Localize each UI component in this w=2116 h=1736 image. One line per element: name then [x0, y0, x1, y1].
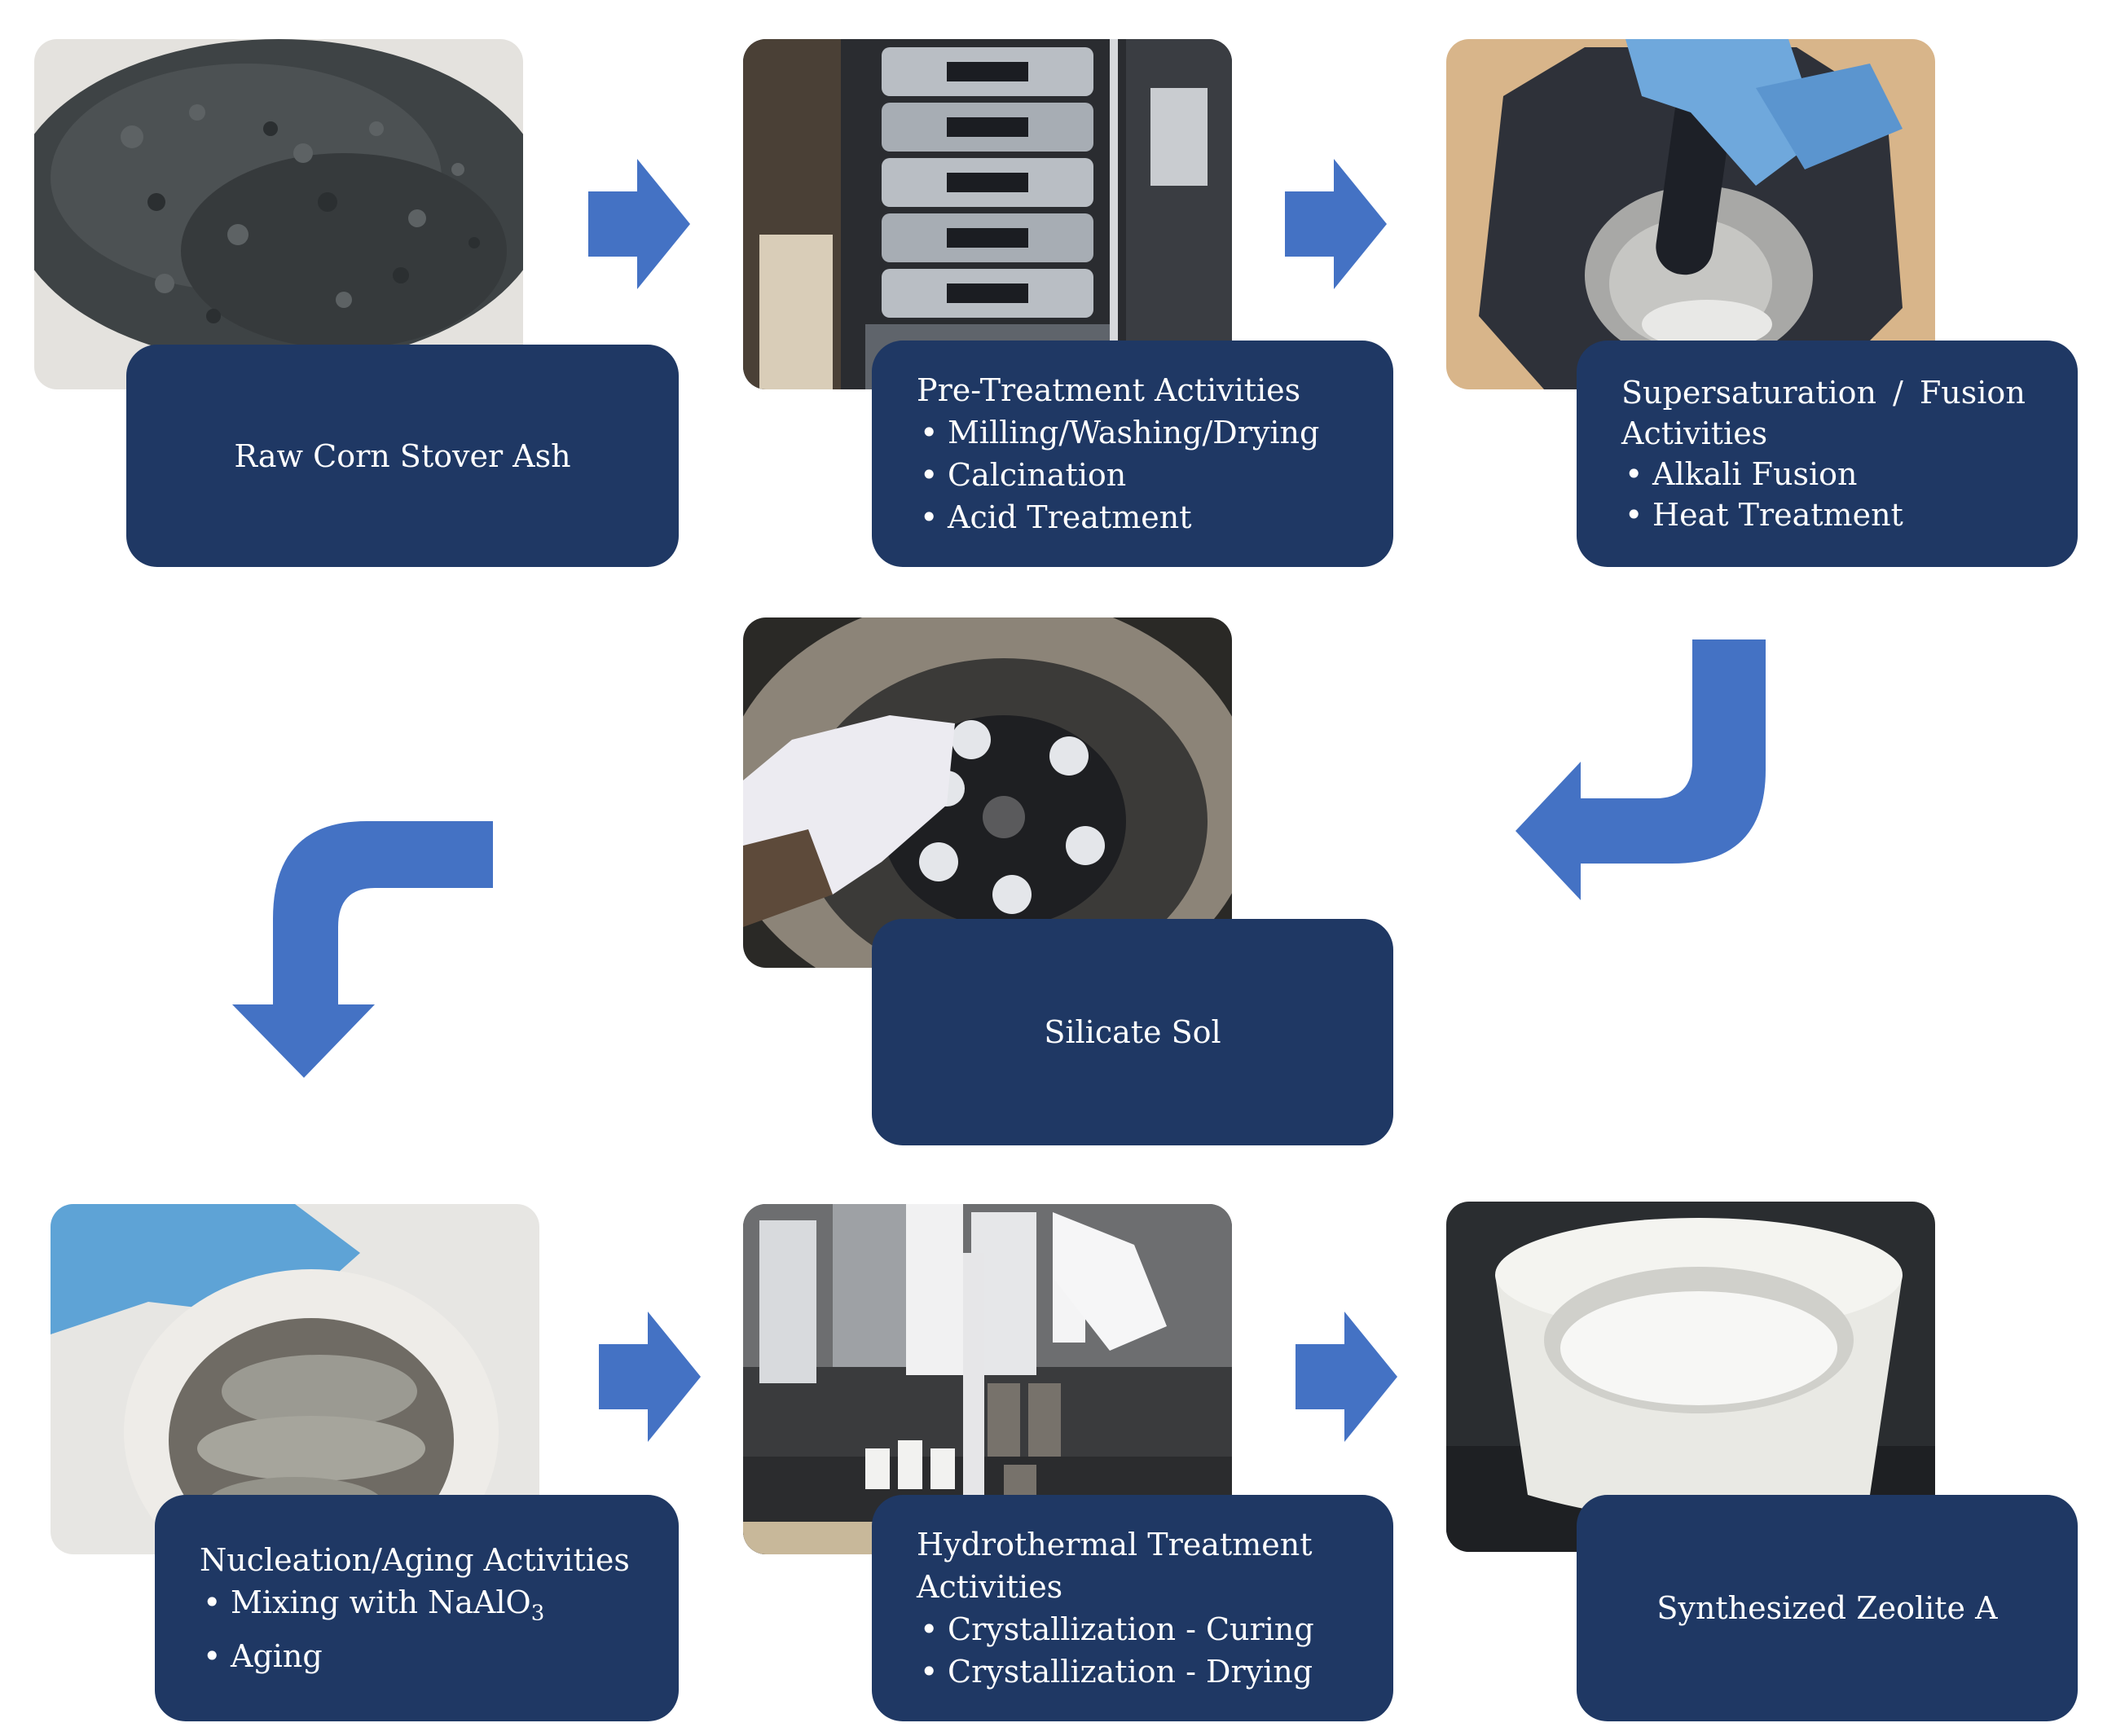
centrifuge-rotor-image — [743, 617, 1232, 968]
step-box-hydrothermal: Hydrothermal Treatment Activities Crysta… — [872, 1495, 1393, 1721]
mortar-pestle-fusion-image — [1446, 39, 1935, 389]
arrow-right-icon — [1285, 159, 1387, 289]
step-activity-list: Mixing with NaAlO3 Aging — [200, 1581, 544, 1677]
photo-synthesized-zeolite — [1446, 1202, 1935, 1552]
sieve-stack-image — [743, 39, 1232, 389]
step-box-raw-corn-stover-ash: Raw Corn Stover Ash — [126, 345, 679, 567]
step-activity-item: Mixing with NaAlO3 — [200, 1581, 544, 1635]
curved-arrow-down-left-icon — [1516, 639, 1772, 900]
gray-ash-powder-image — [34, 39, 523, 389]
step-title: Silicate Sol — [1044, 1014, 1221, 1050]
step-activity-item: Milling/Washing/Drying — [917, 411, 1319, 454]
arrow-right-icon — [588, 159, 690, 289]
chemical-subscript: 3 — [530, 1601, 545, 1626]
step-activity-item: Heat Treatment — [1621, 494, 1903, 535]
arrow-right-icon — [1296, 1312, 1397, 1442]
step-box-synthesized-zeolite: Synthesized Zeolite A — [1577, 1495, 2078, 1721]
step-title: Hydrothermal Treatment Activities — [917, 1527, 1313, 1605]
step-activity-item: Crystallization - Drying — [917, 1650, 1314, 1693]
step-box-nucleation-aging: Nucleation/Aging Activities Mixing with … — [155, 1495, 679, 1721]
step-activity-item: Crystallization - Curing — [917, 1608, 1314, 1650]
step-title: Raw Corn Stover Ash — [234, 437, 571, 474]
photo-pre-treatment — [743, 39, 1232, 389]
step-activity-item: Alkali Fusion — [1621, 454, 1903, 494]
step-title: Synthesized Zeolite A — [1656, 1590, 1998, 1626]
photo-supersaturation-fusion — [1446, 39, 1935, 389]
step-activity-list: Alkali Fusion Heat Treatment — [1621, 454, 1903, 535]
step-title: Nucleation/Aging Activities — [200, 1542, 630, 1579]
step-box-silicate-sol: Silicate Sol — [872, 919, 1393, 1145]
photo-raw-corn-stover-ash — [34, 39, 523, 389]
step-activity-item: Aging — [200, 1635, 544, 1677]
step-activity-list: Crystallization - Curing Crystallization… — [917, 1608, 1314, 1693]
white-zeolite-crystals-image — [1446, 1202, 1935, 1552]
arrow-right-icon — [599, 1312, 701, 1442]
step-title: Supersaturation / Fusion Activities — [1621, 375, 2026, 451]
curved-arrow-left-down-icon — [232, 821, 493, 1078]
step-activity-item: Acid Treatment — [917, 496, 1319, 538]
step-box-pre-treatment: Pre-Treatment Activities Milling/Washing… — [872, 341, 1393, 567]
step-activity-item: Calcination — [917, 454, 1319, 496]
step-box-supersaturation-fusion: Supersaturation / Fusion Activities Alka… — [1577, 341, 2078, 567]
step-title: Pre-Treatment Activities — [917, 372, 1301, 408]
step-activity-text: Mixing with NaAlO — [231, 1584, 531, 1621]
step-activity-list: Milling/Washing/Drying Calcination Acid … — [917, 411, 1319, 538]
photo-silicate-sol — [743, 617, 1232, 968]
